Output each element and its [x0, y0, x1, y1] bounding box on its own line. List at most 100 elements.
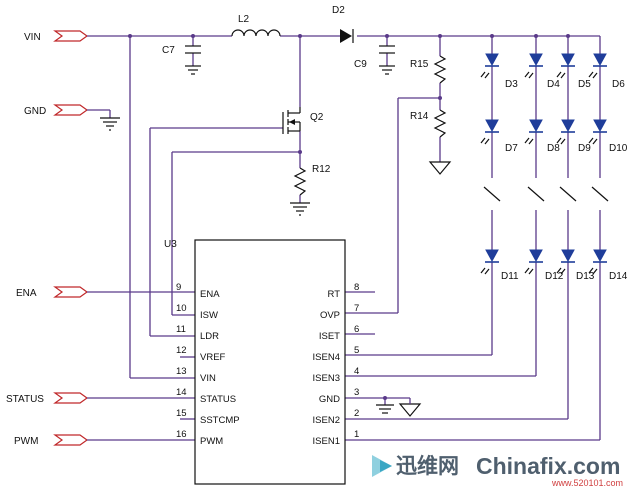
- led-array: D3 D4 D5 D6 D7 D8: [480, 53, 628, 282]
- led-label: D9: [578, 143, 591, 154]
- pin-name: ISEN3: [313, 373, 340, 384]
- led-d8: D8: [524, 119, 560, 154]
- port-gnd: GND: [24, 104, 89, 117]
- pin-number: 7: [354, 303, 359, 314]
- pin-number: 9: [176, 282, 181, 293]
- port-status-label: STATUS: [6, 394, 44, 405]
- led-d9: D9: [556, 119, 591, 154]
- pin-number: 16: [176, 429, 187, 440]
- led-d3: D3: [480, 53, 518, 90]
- pin-number: 11: [176, 324, 186, 335]
- led-label: D13: [576, 271, 595, 282]
- resistor-r15: R15: [410, 55, 447, 84]
- pin-name: PWM: [200, 436, 223, 447]
- pin-name: VIN: [200, 373, 216, 384]
- pin-name: ISW: [200, 310, 218, 321]
- led-label: D11: [501, 271, 519, 282]
- ic-right-pins: 8 RT 7 OVP 6 ISET 5 ISEN4 4 ISEN3 3 GND …: [313, 282, 360, 447]
- pin-name: GND: [319, 394, 340, 405]
- watermark: 迅维网 Chinafix.com www.520101.com: [362, 448, 636, 489]
- port-vin-label: VIN: [24, 32, 41, 43]
- r14-label: R14: [410, 111, 429, 122]
- wires: [87, 35, 601, 441]
- c7-label: C7: [162, 45, 175, 56]
- ground-icon: [100, 117, 120, 131]
- resistor-r14: R14: [410, 109, 447, 138]
- mosfet-q2: Q2: [282, 107, 324, 134]
- r12-label: R12: [312, 164, 331, 175]
- pin-name: ISET: [319, 331, 340, 342]
- u3-label: U3: [164, 239, 177, 250]
- pin-name: RT: [328, 289, 341, 300]
- led-label: D7: [505, 143, 518, 154]
- port-pwm-label: PWM: [14, 436, 38, 447]
- led-label: D8: [547, 143, 560, 154]
- pin-name: STATUS: [200, 394, 236, 405]
- pin-name: SSTCMP: [200, 415, 240, 426]
- pin-name: ISEN2: [313, 415, 340, 426]
- junction-dots: [128, 34, 570, 400]
- led-d5: D5: [556, 53, 591, 90]
- ground-icon: [185, 65, 201, 75]
- port-ena-label: ENA: [16, 288, 37, 299]
- capacitor-c9: C9: [354, 45, 395, 70]
- led-label: D5: [578, 79, 591, 90]
- pin-name: ISEN1: [313, 436, 340, 447]
- ground-icon: [290, 202, 310, 216]
- pin-number: 12: [176, 345, 187, 356]
- pin-number: 13: [176, 366, 187, 377]
- led-label: D14: [609, 271, 628, 282]
- capacitor-c7: C7: [162, 45, 201, 56]
- port-status: STATUS: [6, 392, 89, 405]
- port-vin: VIN: [24, 30, 89, 43]
- pin-number: 10: [176, 303, 187, 314]
- pin-name: ENA: [200, 289, 220, 300]
- ground-icon: [379, 65, 395, 75]
- pin-number: 15: [176, 408, 187, 419]
- led-label: D10: [609, 143, 628, 154]
- led-d4: D4: [524, 53, 560, 90]
- led-d12: D12: [524, 249, 564, 282]
- q2-label: Q2: [310, 112, 324, 123]
- ground-triangle-icon: [428, 161, 452, 175]
- led-d14: D14: [588, 249, 628, 282]
- led-label: D6: [612, 79, 625, 90]
- led-d7: D7: [480, 119, 518, 154]
- r15-label: R15: [410, 59, 429, 70]
- c9-label: C9: [354, 59, 367, 70]
- port-ena: ENA: [16, 286, 89, 299]
- pin-number: 4: [354, 366, 359, 377]
- led-d10: D10: [588, 119, 628, 154]
- led-d13: D13: [556, 249, 595, 282]
- pin-number: 5: [354, 345, 359, 356]
- d2-label: D2: [332, 5, 345, 16]
- pin-number: 8: [354, 282, 359, 293]
- resistor-r12: R12: [293, 164, 331, 196]
- ground-triangle-icon: [398, 398, 422, 417]
- pin-number: 3: [354, 387, 359, 398]
- led-label: D3: [505, 79, 518, 90]
- led-d6: D6: [588, 53, 625, 90]
- led-label: D12: [545, 271, 564, 282]
- ic-left-pins: 9 ENA 10 ISW 11 LDR 12 VREF 13 VIN 14 ST…: [176, 282, 240, 447]
- watermark-brand-en: Chinafix.com: [476, 453, 620, 479]
- pin-number: 14: [176, 387, 187, 398]
- pin-number: 2: [354, 408, 359, 419]
- watermark-logo-icon: [372, 455, 392, 477]
- diode-d2: D2: [332, 5, 354, 43]
- ground-icon: [376, 404, 394, 414]
- watermark-brand-cn: 迅维网: [396, 454, 459, 478]
- pin-number: 1: [354, 429, 359, 440]
- port-gnd-label: GND: [24, 106, 46, 117]
- port-pwm: PWM: [14, 434, 89, 447]
- watermark-url: www.520101.com: [551, 478, 623, 488]
- led-d11: D11: [480, 249, 519, 282]
- string-break-markers: [483, 186, 609, 202]
- pin-name: OVP: [320, 310, 340, 321]
- pin-number: 6: [354, 324, 359, 335]
- pin-name: VREF: [200, 352, 226, 363]
- pin-name: LDR: [200, 331, 219, 342]
- led-label: D4: [547, 79, 560, 90]
- ic-u3: U3: [164, 239, 346, 485]
